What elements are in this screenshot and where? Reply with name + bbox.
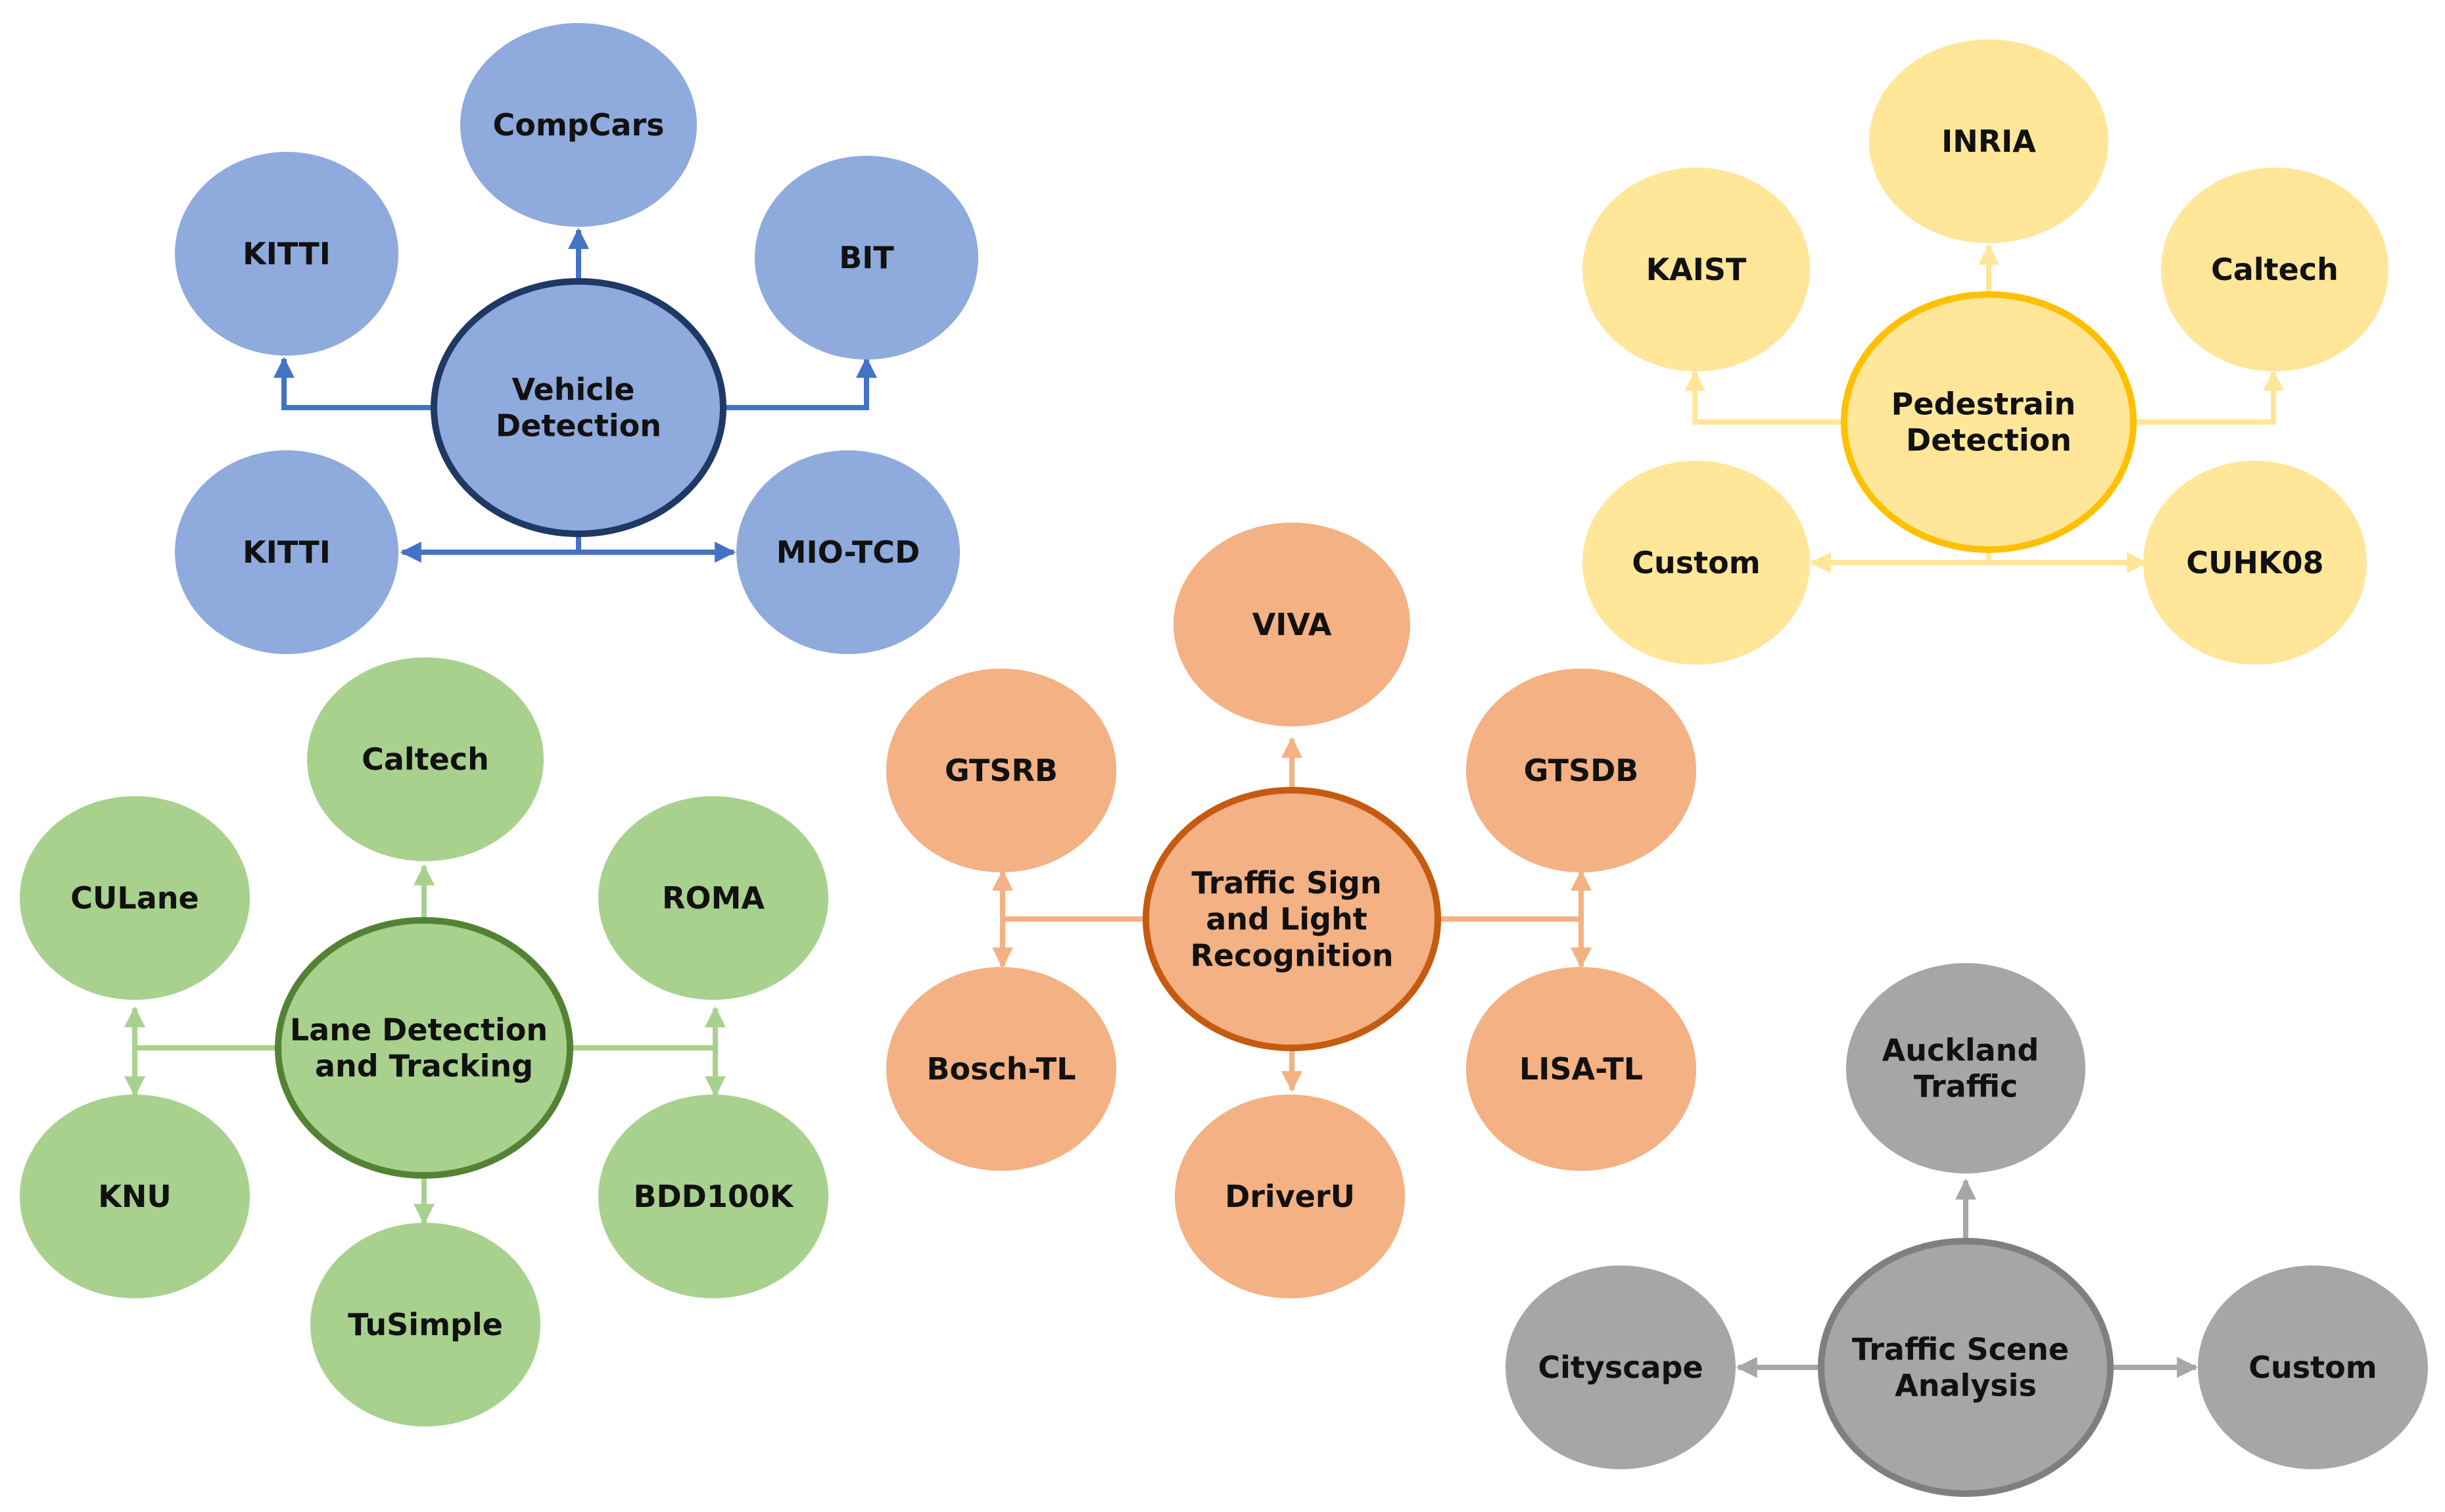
node-auckland-traffic-label: Auckland Traffic (1882, 1033, 2050, 1104)
node-bdd100k: BDD100K (598, 1095, 828, 1298)
connectors-traffic-sign (992, 736, 1592, 1093)
node-gtsdb-label: GTSDB (1524, 753, 1639, 788)
node-kitti-top: KITTI (175, 152, 398, 356)
node-driveru-label: DriverU (1225, 1179, 1355, 1214)
connector-kitti-top (273, 356, 434, 410)
node-custom-ped-label: Custom (1632, 545, 1760, 580)
node-auckland-traffic: Auckland Traffic (1846, 963, 2085, 1173)
node-gtsdb: GTSDB (1466, 669, 1696, 872)
node-compcars-label: CompCars (492, 107, 664, 143)
connector-caltech-ped (2133, 369, 2284, 425)
connectors-pedestrain-detection (1684, 243, 2284, 573)
hub-pedestrain-detection-label: Pedestrain Detection (1891, 387, 2087, 458)
node-caltech-ped: Caltech (2161, 168, 2388, 371)
cluster-traffic-scene: Auckland Traffic Cityscape Custom Traffi… (1506, 963, 2428, 1497)
node-knu: KNU (20, 1095, 250, 1298)
cluster-pedestrain-detection: INRIA KAIST Caltech Custom CUHK08 Pedest… (1582, 39, 2388, 665)
hub-traffic-scene: Traffic Scene Analysis (1818, 1238, 2114, 1497)
connector-kaist (1684, 369, 1844, 425)
node-cuhk08-label: CUHK08 (2186, 545, 2323, 580)
node-caltech-lane-label: Caltech (362, 742, 489, 777)
node-kaist: KAIST (1582, 168, 1810, 371)
node-lisa-tl: LISA-TL (1466, 967, 1696, 1171)
node-driveru: DriverU (1175, 1095, 1405, 1298)
node-bosch-tl: Bosch-TL (886, 967, 1116, 1171)
node-viva-label: VIVA (1252, 607, 1332, 642)
node-kitti-top-label: KITTI (243, 236, 331, 272)
node-custom-scene: Custom (2198, 1265, 2428, 1469)
connectors-vehicle-detection (273, 227, 877, 563)
hub-vehicle-detection: Vehicle Detection (431, 278, 726, 537)
connectors-lane-detection (124, 864, 726, 1225)
connectors-traffic-scene (1736, 1178, 2198, 1378)
node-caltech-lane: Caltech (307, 657, 544, 861)
node-roma-label: ROMA (662, 880, 765, 916)
node-bdd100k-label: BDD100K (633, 1179, 794, 1214)
node-knu-label: KNU (98, 1179, 172, 1214)
node-kitti-bottom-label: KITTI (243, 534, 331, 570)
hub-traffic-scene-label: Traffic Scene Analysis (1852, 1332, 2079, 1404)
cluster-lane-detection: Caltech CULane ROMA KNU BDD100K TuSimple… (20, 657, 828, 1427)
node-bit-label: BIT (839, 240, 894, 275)
node-custom-scene-label: Custom (2248, 1350, 2377, 1385)
node-kitti-bottom: KITTI (175, 450, 398, 654)
node-compcars: CompCars (460, 23, 697, 227)
node-kaist-label: KAIST (1646, 252, 1747, 287)
node-tusimple-label: TuSimple (348, 1307, 503, 1342)
node-culane-label: CULane (70, 880, 199, 916)
connector-bit (723, 356, 877, 410)
node-bosch-tl-label: Bosch-TL (926, 1051, 1076, 1087)
node-inria-label: INRIA (1941, 124, 2036, 159)
node-gtsrb: GTSRB (886, 669, 1116, 872)
cluster-traffic-sign: VIVA GTSRB GTSDB Bosch-TL LISA-TL Driver… (886, 523, 1696, 1298)
node-tusimple: TuSimple (310, 1223, 540, 1427)
node-lisa-tl-label: LISA-TL (1519, 1051, 1643, 1087)
hub-traffic-sign-label: Traffic Sign and Light Recognition (1190, 865, 1393, 973)
node-cuhk08: CUHK08 (2143, 461, 2367, 665)
hub-traffic-sign: Traffic Sign and Light Recognition (1143, 787, 1441, 1051)
hub-vehicle-detection-label: Vehicle Detection (496, 372, 661, 444)
node-inria: INRIA (1869, 39, 2108, 243)
node-bit: BIT (755, 156, 978, 360)
node-mio-tcd: MIO-TCD (736, 450, 960, 654)
node-culane: CULane (20, 796, 250, 1000)
hub-lane-detection-label: Lane Detection and Tracking (290, 1012, 558, 1084)
node-gtsrb-label: GTSRB (945, 753, 1058, 788)
node-custom-ped: Custom (1582, 461, 1810, 665)
node-roma: ROMA (598, 796, 828, 1000)
node-caltech-ped-label: Caltech (2211, 252, 2338, 287)
cluster-vehicle-detection: CompCars KITTI BIT KITTI MIO-TCD Vehicle… (175, 23, 978, 654)
node-mio-tcd-label: MIO-TCD (776, 534, 920, 570)
hub-pedestrain-detection: Pedestrain Detection (1841, 291, 2137, 553)
node-viva: VIVA (1174, 523, 1410, 726)
node-cityscape-label: Cityscape (1538, 1350, 1703, 1385)
hub-lane-detection: Lane Detection and Tracking (275, 917, 573, 1179)
node-cityscape: Cityscape (1506, 1265, 1736, 1469)
